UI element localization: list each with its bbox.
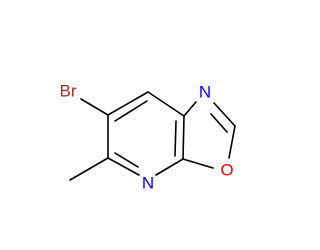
bond-c7-c3a xyxy=(147,91,185,117)
bond-c3a-n3 xyxy=(183,101,197,117)
bond-c2-o1 xyxy=(228,125,236,159)
bond-c6-c7 xyxy=(107,91,149,116)
atom-label-br: Br xyxy=(60,82,77,101)
bond-layer xyxy=(69,91,236,181)
bond-c3a-c7a xyxy=(182,115,185,160)
bond-c7a-n4 xyxy=(155,158,184,176)
bond-n4-c5-inner xyxy=(114,152,139,168)
atom-label-n_pyridine: N xyxy=(142,174,154,193)
atom-label-o_oxazole: O xyxy=(220,161,233,180)
bond-n3-c2-inner xyxy=(210,113,228,133)
bond-n3-c2 xyxy=(213,102,236,127)
bond-c6-br xyxy=(80,98,109,116)
bond-c3a-c7a-inner xyxy=(174,120,177,157)
atom-label-n_oxazole: N xyxy=(199,83,211,102)
bond-n4-c5 xyxy=(107,157,140,176)
bond-c6-c7-inner xyxy=(114,100,148,122)
bond-o1-c7a xyxy=(182,158,214,169)
bond-c5-methyl xyxy=(69,157,109,181)
